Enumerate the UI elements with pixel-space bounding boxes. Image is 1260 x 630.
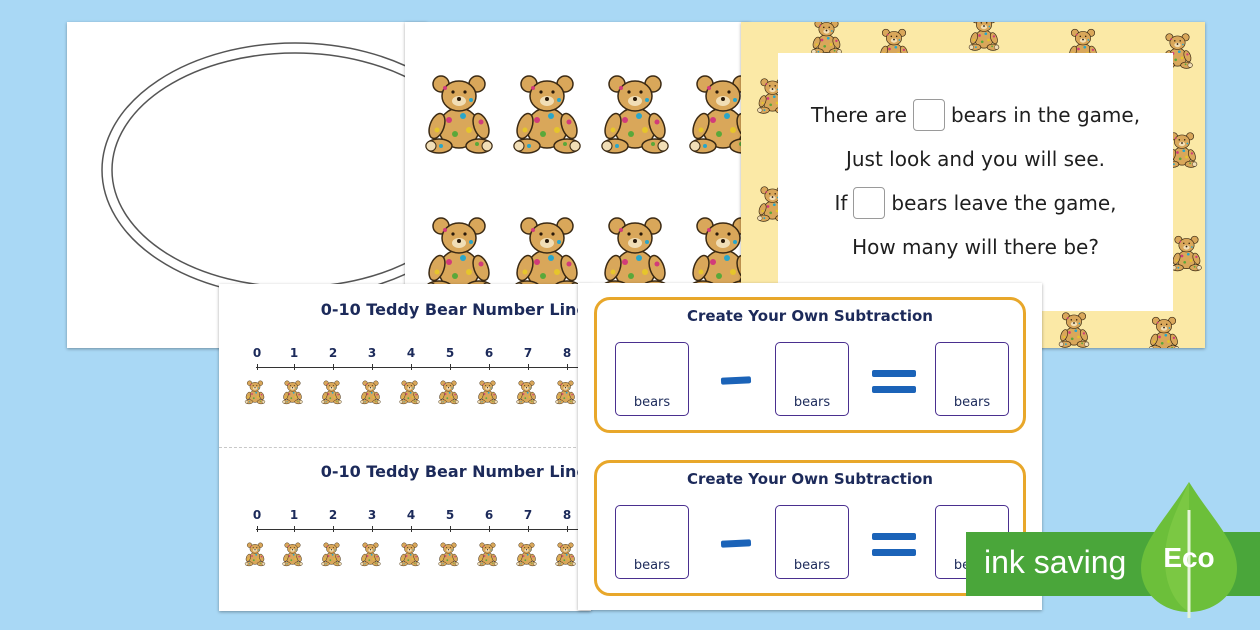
answer-box[interactable] (853, 186, 886, 219)
number-line-sheet: 0-10 Teddy Bear Number Line 0 1 2 3 4 5 … (219, 284, 591, 611)
axis-tick (489, 526, 490, 532)
equals-sign-top (872, 370, 916, 377)
minuend-box[interactable]: bears (615, 505, 689, 579)
eco-text: Eco (1163, 542, 1215, 573)
mini-bears-row (244, 380, 576, 405)
minus-sign (720, 376, 752, 385)
number-label: 1 (289, 508, 299, 522)
number-line-title: 0-10 Teddy Bear Number Line (320, 300, 588, 319)
subtraction-title: Create Your Own Subtraction (687, 470, 933, 488)
axis-tick (257, 364, 258, 370)
number-label: 8 (562, 508, 572, 522)
axis-tick (528, 364, 529, 370)
axis-tick (567, 526, 568, 532)
equals-sign-bottom (872, 386, 916, 393)
axis-tick (411, 526, 412, 532)
number-label: 4 (406, 346, 416, 360)
subtraction-title: Create Your Own Subtraction (687, 307, 933, 325)
number-line-section: 0-10 Teddy Bear Number Line 0 1 2 3 4 5 … (219, 284, 591, 444)
equals-sign-top (872, 533, 916, 540)
subtraction-card: Create Your Own Subtraction bears bears … (594, 460, 1026, 596)
axis-tick (489, 364, 490, 370)
axis-tick (257, 526, 258, 532)
number-label: 7 (523, 508, 533, 522)
axis-tick (450, 364, 451, 370)
axis-tick (372, 526, 373, 532)
number-label: 5 (445, 346, 455, 360)
number-label: 3 (367, 508, 377, 522)
number-label: 1 (289, 346, 299, 360)
axis-tick (294, 526, 295, 532)
number-label: 7 (523, 346, 533, 360)
difference-box[interactable]: bears (935, 342, 1009, 416)
axis-tick (528, 526, 529, 532)
axis-tick (294, 364, 295, 370)
axis-tick (567, 364, 568, 370)
axis-tick (411, 364, 412, 370)
equals-sign-bottom (872, 549, 916, 556)
eco-leaf-badge: Eco (1135, 480, 1243, 620)
subtrahend-box[interactable]: bears (775, 342, 849, 416)
subtrahend-box[interactable]: bears (775, 505, 849, 579)
number-line-axis (256, 529, 591, 530)
number-label: 3 (367, 346, 377, 360)
number-label: 0 (252, 346, 262, 360)
number-line-section: 0-10 Teddy Bear Number Line 0 1 2 3 4 5 … (219, 446, 591, 606)
number-label: 8 (562, 346, 572, 360)
number-label: 2 (328, 508, 338, 522)
axis-tick (333, 364, 334, 370)
axis-tick (450, 526, 451, 532)
number-line-axis (256, 367, 591, 368)
minuend-box[interactable]: bears (615, 342, 689, 416)
number-label: 6 (484, 508, 494, 522)
subtraction-card: Create Your Own Subtraction bears bears … (594, 297, 1026, 433)
bear-counters-sheet (405, 22, 750, 292)
subtraction-sheet: Create Your Own Subtraction bears bears … (578, 283, 1042, 610)
bear-counters (425, 75, 750, 292)
ink-saving-text: ink saving (984, 544, 1127, 580)
number-label: 5 (445, 508, 455, 522)
leaf-icon (1141, 482, 1237, 618)
rhyme-line-4: How many will there be? (852, 235, 1099, 259)
cut-line (219, 447, 591, 448)
number-line-title: 0-10 Teddy Bear Number Line (320, 462, 588, 481)
number-label: 4 (406, 508, 416, 522)
axis-tick (372, 364, 373, 370)
number-label: 6 (484, 346, 494, 360)
mini-bears-row (244, 542, 576, 567)
number-label: 0 (252, 508, 262, 522)
rhyme-line-2: Just look and you will see. (845, 147, 1106, 171)
axis-tick (333, 526, 334, 532)
number-label: 2 (328, 346, 338, 360)
answer-box[interactable] (912, 98, 945, 131)
minus-sign (720, 539, 752, 548)
